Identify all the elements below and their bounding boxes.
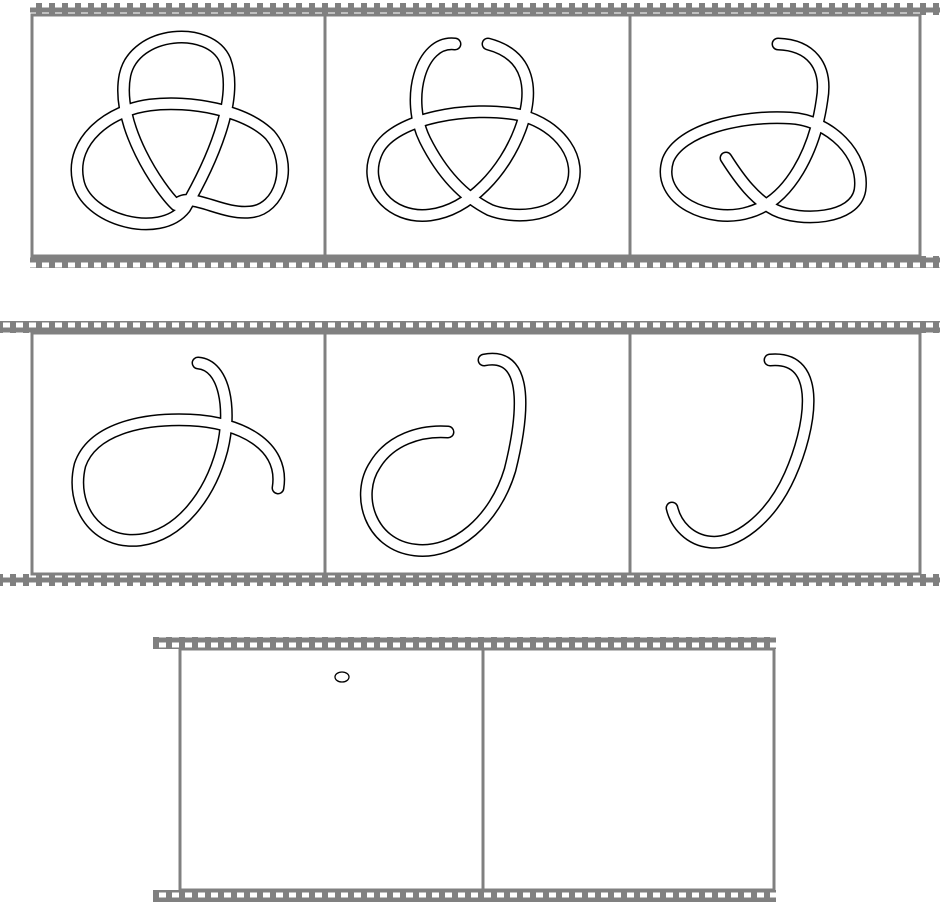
arc-curve	[672, 360, 808, 542]
film-border	[180, 649, 774, 890]
sprocket-band-top	[30, 3, 940, 15]
single-crossing	[78, 363, 279, 540]
partially-untied	[666, 44, 860, 217]
trefoil-knot	[77, 37, 283, 224]
sprocket-band-bottom	[153, 890, 776, 902]
film-strip-3	[153, 637, 776, 902]
trefoil-cut-open	[373, 44, 575, 216]
sprocket-band-top	[0, 321, 940, 333]
sprocket-band-bottom	[0, 574, 940, 586]
tiny-loop	[335, 672, 349, 682]
hook-curve	[366, 359, 520, 550]
film-strip-2	[0, 321, 940, 586]
sprocket-band-bottom	[30, 256, 940, 268]
sprocket-band-top	[153, 637, 776, 649]
film-strip-1	[30, 3, 940, 268]
